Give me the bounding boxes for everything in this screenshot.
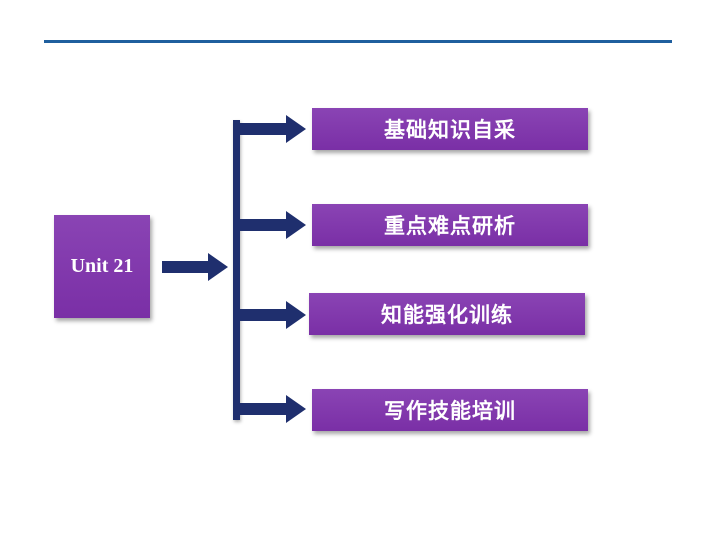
main-arrow-icon <box>162 253 228 281</box>
menu-item-writing-skills[interactable]: 写作技能培训 <box>312 389 588 431</box>
branch-arrow-icon-3 <box>238 301 306 329</box>
branch-arrow-icon-1 <box>238 115 306 143</box>
menu-item-label: 重点难点研析 <box>384 214 516 238</box>
top-divider-line <box>44 40 672 43</box>
unit-title-label: Unit 21 <box>70 255 134 277</box>
branch-arrow-icon-4 <box>238 395 306 423</box>
menu-item-label: 知能强化训练 <box>381 303 513 327</box>
bracket-trunk <box>233 120 240 420</box>
branch-arrow-icon-2 <box>238 211 306 239</box>
menu-item-label: 基础知识自采 <box>384 118 516 142</box>
menu-item-key-points[interactable]: 重点难点研析 <box>312 204 588 246</box>
menu-item-skill-training[interactable]: 知能强化训练 <box>309 293 585 335</box>
menu-item-label: 写作技能培训 <box>384 399 516 423</box>
unit-title-box: Unit 21 <box>54 215 150 318</box>
menu-item-basic-knowledge[interactable]: 基础知识自采 <box>312 108 588 150</box>
